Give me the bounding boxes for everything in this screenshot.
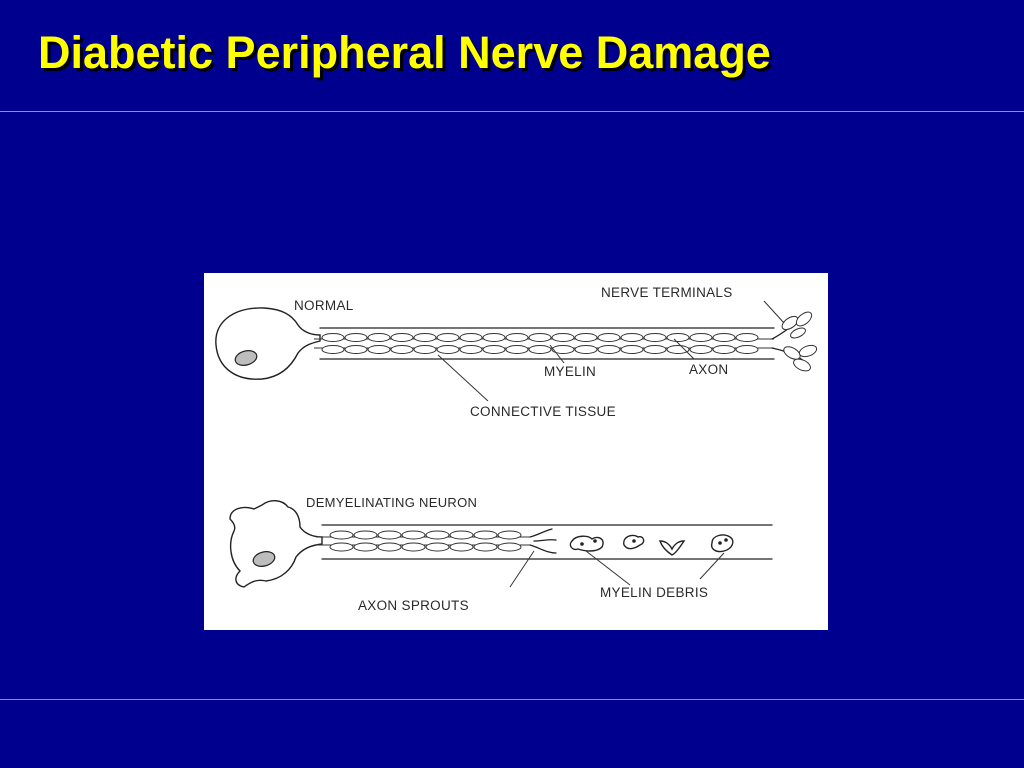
- myelin-segment: [712, 345, 736, 354]
- myelin-segment: [473, 530, 498, 540]
- myelin-segment: [367, 333, 391, 342]
- myelin-segment: [620, 333, 644, 342]
- label-myelin-debris: MYELIN DEBRIS: [600, 585, 708, 600]
- myelin-segment: [666, 345, 690, 354]
- myelin-debris: [569, 534, 734, 556]
- myelin-segment: [321, 333, 345, 342]
- label-normal: NORMAL: [294, 298, 354, 313]
- slide-title: Diabetic Peripheral Nerve Damage: [38, 27, 771, 78]
- damaged-nucleus: [252, 551, 276, 567]
- myelin-segment: [436, 345, 460, 354]
- leader-myelin-debris-1: [585, 550, 631, 586]
- myelin-segment: [425, 530, 450, 540]
- myelin-segment: [574, 333, 598, 342]
- myelin-segment: [643, 333, 667, 342]
- label-demyelinating-neuron: DEMYELINATING NEURON: [306, 495, 477, 510]
- nerve-diagram: NORMAL NERVE TERMINALS MYELIN AXON CONNE…: [204, 273, 828, 630]
- myelin-segment: [473, 542, 498, 552]
- myelin-segment: [401, 542, 426, 552]
- myelin-segment: [413, 345, 437, 354]
- axon-sprouts: [529, 528, 557, 554]
- label-axon: AXON: [689, 362, 728, 377]
- normal-nerve-terminals: [771, 311, 818, 372]
- myelin-segment: [620, 345, 644, 354]
- damaged-myelin-sheath: [329, 530, 522, 552]
- myelin-segment: [482, 345, 506, 354]
- myelin-segment: [528, 333, 552, 342]
- nerve-diagram-drawing: NORMAL NERVE TERMINALS MYELIN AXON CONNE…: [215, 285, 818, 613]
- myelin-segment: [459, 345, 483, 354]
- normal-nucleus: [234, 350, 258, 366]
- leader-axon: [673, 338, 695, 360]
- myelin-segment: [377, 530, 402, 540]
- footer-divider: [0, 699, 1024, 700]
- myelin-segment: [377, 542, 402, 552]
- myelin-segment: [353, 530, 378, 540]
- leader-nerve-terminals: [763, 300, 785, 324]
- myelin-segment: [689, 345, 713, 354]
- myelin-segment: [449, 542, 474, 552]
- myelin-segment: [329, 530, 354, 540]
- myelin-segment: [425, 542, 450, 552]
- myelin-segment: [735, 345, 759, 354]
- myelin-segment: [735, 333, 759, 342]
- leader-myelin-debris-2: [699, 552, 725, 580]
- myelin-segment: [666, 333, 690, 342]
- myelin-segment: [321, 345, 345, 354]
- myelin-segment: [643, 345, 667, 354]
- myelin-segment: [390, 333, 414, 342]
- label-axon-sprouts: AXON SPROUTS: [358, 598, 469, 613]
- myelin-segment: [482, 333, 506, 342]
- label-connective-tissue: CONNECTIVE TISSUE: [470, 404, 616, 419]
- myelin-segment: [436, 333, 460, 342]
- myelin-segment: [689, 333, 713, 342]
- myelin-segment: [551, 345, 575, 354]
- label-myelin: MYELIN: [544, 364, 596, 379]
- myelin-segment: [574, 345, 598, 354]
- leader-axon-sprouts: [509, 550, 535, 588]
- leader-connective-tissue: [437, 354, 489, 402]
- myelin-segment: [528, 345, 552, 354]
- myelin-segment: [401, 530, 426, 540]
- normal-cell-body: [215, 307, 321, 380]
- title-divider: [0, 111, 1024, 112]
- leader-myelin: [549, 344, 565, 364]
- myelin-segment: [344, 345, 368, 354]
- myelin-segment: [329, 542, 354, 552]
- myelin-segment: [390, 345, 414, 354]
- myelin-segment: [459, 333, 483, 342]
- label-nerve-terminals: NERVE TERMINALS: [601, 285, 733, 300]
- myelin-segment: [449, 530, 474, 540]
- myelin-segment: [597, 333, 621, 342]
- myelin-segment: [505, 345, 529, 354]
- normal-neuron: NORMAL NERVE TERMINALS MYELIN AXON CONNE…: [215, 285, 818, 419]
- myelin-segment: [367, 345, 391, 354]
- damaged-cell-body: [229, 500, 323, 588]
- myelin-segment: [597, 345, 621, 354]
- myelin-segment: [353, 542, 378, 552]
- myelin-segment: [497, 530, 522, 540]
- normal-myelin-sheath: [321, 333, 759, 354]
- myelin-segment: [712, 333, 736, 342]
- myelin-segment: [413, 333, 437, 342]
- myelin-segment: [344, 333, 368, 342]
- myelin-segment: [497, 542, 522, 552]
- myelin-segment: [551, 333, 575, 342]
- demyelinating-neuron: DEMYELINATING NEURON AXON SPROUTS MYELIN…: [229, 495, 773, 613]
- myelin-segment: [505, 333, 529, 342]
